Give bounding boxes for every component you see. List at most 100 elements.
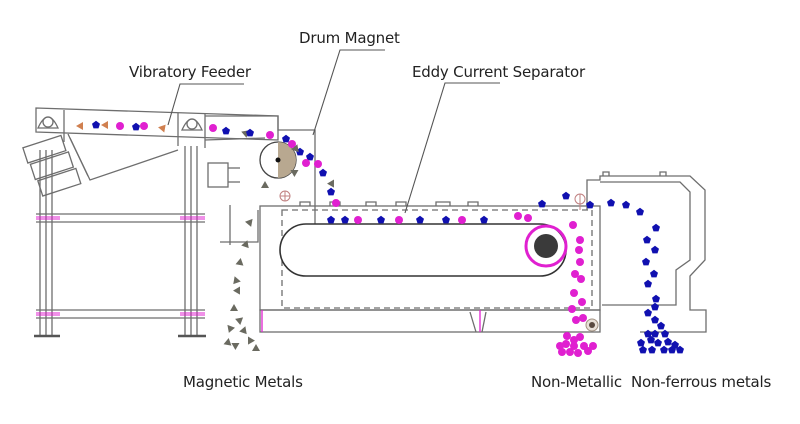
non-ferrous-particle [651, 315, 659, 324]
non-metallic-particle [140, 122, 148, 130]
non-ferrous-particle [636, 207, 644, 216]
non-metallic-particle [116, 122, 124, 130]
non-ferrous-particle [319, 168, 327, 177]
non-metallic-particle [589, 342, 597, 350]
non-ferrous-particle [132, 122, 140, 131]
non-metallic-particle [570, 342, 578, 350]
non-ferrous-particle [92, 120, 100, 129]
non-metallic-particle [576, 258, 584, 266]
label-magnetic-metals: Magnetic Metals [183, 373, 303, 391]
feed-particle [101, 121, 108, 129]
drum-magnet-roller [259, 141, 297, 179]
eddy-current-separator [259, 171, 707, 333]
non-ferrous-particle [442, 215, 450, 224]
non-metallic-particle [354, 216, 362, 224]
non-ferrous-particle [660, 345, 668, 354]
leader-lines [167, 49, 500, 214]
non-metallic-particle [570, 289, 578, 297]
non-ferrous-particle [676, 345, 684, 354]
non-ferrous-particle [657, 321, 665, 330]
label-vibratory-feeder: Vibratory Feeder [129, 63, 251, 81]
magnetic-particle [223, 338, 232, 346]
eddy-current-rotor [524, 224, 568, 268]
non-ferrous-particle [651, 302, 659, 311]
non-metallic-particle [209, 124, 217, 132]
non-metallic-particle [579, 314, 587, 322]
non-ferrous-particle [642, 257, 650, 266]
non-metallic-particle [266, 131, 274, 139]
non-ferrous-particle [651, 245, 659, 254]
non-ferrous-particle [643, 235, 651, 244]
non-ferrous-particle [648, 345, 656, 354]
non-metallic-particle [577, 275, 585, 283]
non-ferrous-particle [480, 215, 488, 224]
non-ferrous-particle [652, 223, 660, 232]
non-ferrous-particle [341, 215, 349, 224]
non-ferrous-particle [637, 338, 645, 347]
non-ferrous-particle [664, 337, 672, 346]
non-ferrous-particle [650, 269, 658, 278]
magnetic-particle [233, 276, 241, 285]
label-non-metallic: Non-Metallic [531, 373, 622, 391]
non-metallic-particle [395, 216, 403, 224]
feed-particle [76, 122, 83, 130]
non-metallic-particle [572, 316, 580, 324]
magnetic-particle [241, 240, 249, 249]
non-ferrous-particle [644, 279, 652, 288]
non-metallic-particle [575, 246, 583, 254]
magnetic-particle [231, 343, 240, 350]
non-metallic-particle [288, 140, 296, 148]
magnetic-particle [230, 304, 238, 311]
non-metallic-particle [302, 159, 310, 167]
non-metallic-particle [524, 214, 532, 222]
magnetic-particle [290, 170, 299, 177]
non-metallic-particle [568, 305, 576, 313]
magnetic-particle [233, 286, 240, 295]
drum-magnet [204, 115, 316, 245]
separator-belt [279, 223, 567, 277]
non-metallic-particle [514, 212, 522, 220]
non-ferrous-particle [586, 200, 594, 209]
label-eddy-current-separator: Eddy Current Separator [412, 63, 585, 81]
non-ferrous-particle [652, 294, 660, 303]
feed-particle [158, 124, 166, 133]
non-ferrous-particle [668, 345, 676, 354]
non-ferrous-particle [327, 187, 335, 196]
magnetic-particle [245, 218, 253, 227]
non-metallic-particle [574, 349, 582, 357]
non-metallic-particle [569, 221, 577, 229]
non-metallic-particle [576, 236, 584, 244]
non-ferrous-particle [306, 152, 314, 161]
non-metallic-particle [332, 199, 340, 207]
non-ferrous-particle [222, 126, 230, 135]
vibratory-feeder [22, 107, 279, 338]
non-ferrous-particle [661, 329, 669, 338]
drum-flag-small [279, 190, 291, 202]
non-metallic-particle [576, 333, 584, 341]
non-ferrous-particle [282, 134, 290, 143]
magnetic-particle [261, 181, 269, 188]
splitter-pivot [585, 318, 599, 332]
frame-marker-lines [36, 216, 205, 316]
non-ferrous-particle [416, 215, 424, 224]
separator-flag-top [574, 193, 586, 210]
non-metallic-particle [571, 270, 579, 278]
label-drum-magnet: Drum Magnet [299, 29, 400, 47]
magnetic-particle [239, 326, 247, 335]
non-metallic-particle [563, 332, 571, 340]
non-ferrous-particle [327, 215, 335, 224]
label-non-ferrous-metals: Non-ferrous metals [631, 373, 772, 391]
non-ferrous-particle [377, 215, 385, 224]
magnetic-particle [248, 336, 255, 345]
non-ferrous-particle [671, 340, 679, 349]
magnetic-particle [291, 144, 299, 153]
non-metallic-particle [566, 348, 574, 356]
magnetic-particle [235, 258, 244, 266]
non-metallic-particle [314, 160, 322, 168]
non-ferrous-particle [538, 199, 546, 208]
non-metallic-particle [458, 216, 466, 224]
non-ferrous-particle [246, 128, 254, 137]
non-metallic-particle [556, 342, 564, 350]
non-ferrous-particle [639, 345, 647, 354]
